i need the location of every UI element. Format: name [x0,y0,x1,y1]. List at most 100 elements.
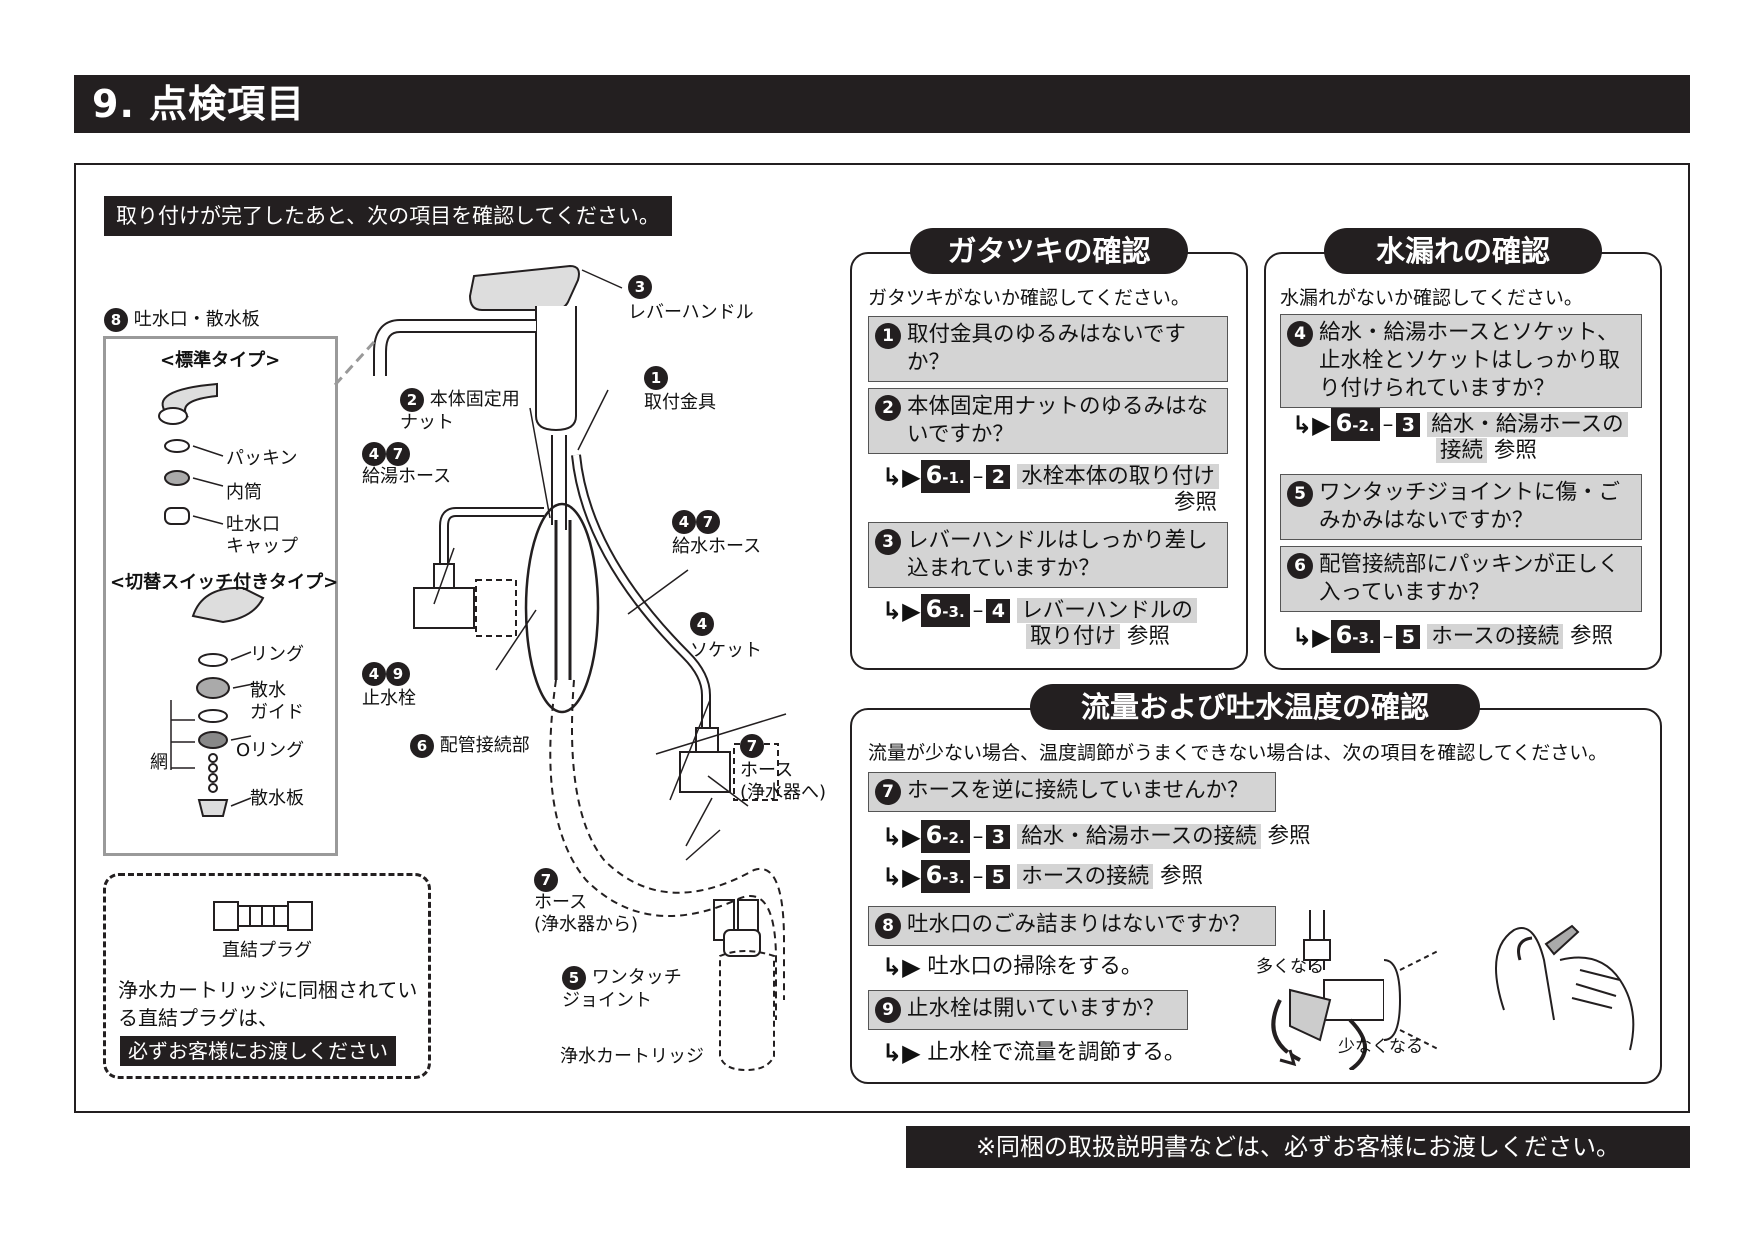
ref-tag-sub: -1. [942,469,965,487]
ref-square: 5 [1396,624,1421,649]
ref-tag-sub: -2. [1352,417,1375,435]
ref-square: 3 [1396,412,1421,437]
question-text: 吐水口のごみ詰まりはないですか？ [907,912,1251,937]
ref-text: ホースの接続 [1017,863,1154,889]
part-ring: リング [250,644,304,665]
ref-tag: 6 [925,821,943,849]
num-badge: 7 [386,442,410,466]
ref-text: レバーハンドルの [1017,597,1197,623]
valve-and-cleaning-illustration [1271,910,1635,1070]
cold-hose-label: 給水ホース [672,536,762,557]
lever-label: レバーハンドル [628,302,754,323]
part-spray-plate: 散水板 [250,788,304,809]
answer-text: 止水栓で流量を調節する。 [927,1040,1186,1065]
plug-note: 浄水カートリッジに同梱されている直結プラグは、 [118,978,418,1030]
rattle-ref3-line2: 取り付け 参照 [1026,622,1170,652]
less-label: 少なくなる [1338,1037,1423,1057]
num-badge: 6 [1287,553,1313,579]
rattle-ref1: ↳▶6-1.–2 水栓本体の取り付け [882,460,1219,493]
part-inner-tube: 内筒 [226,482,262,503]
num-badge: 6 [410,734,434,758]
num-badge: 1 [644,366,668,390]
question-text: レバーハンドルはしっかり差し込まれていますか？ [907,528,1208,581]
ref-text: 給水・給湯ホースの接続 [1017,823,1261,849]
leak-ref4-line2: 接続 参照 [1436,436,1537,466]
ref-tag-sub: -2. [942,829,965,847]
num-badge: 5 [1287,481,1313,507]
num-badge: 2 [400,388,424,412]
num-badge: 7 [696,510,720,534]
question-text: 本体固定用ナットのゆるみはないですか？ [907,394,1209,447]
ref-text: ホースの接続 [1427,623,1564,649]
ref-square: 4 [986,598,1011,623]
question-text: 取付金具のゆるみはないですか？ [907,322,1186,375]
flow-ref7b: ↳▶6-3.–5 ホースの接続 参照 [882,860,1203,893]
num-badge: 4 [1287,321,1313,347]
rattle-ref1-suffix: 参照 [1174,490,1218,515]
leak-subtitle: 水漏れがないか確認してください。 [1280,287,1583,309]
num-badge: 7 [875,779,901,805]
main-frame [74,163,1690,1113]
num-badge: 2 [875,395,901,421]
num-badge: 3 [875,529,901,555]
socket-label: ソケット [690,640,762,661]
spout-parts-box [103,336,338,856]
ref-text: 給水・給湯ホースの [1427,411,1628,437]
num-badge: 1 [875,323,901,349]
question-text: 止水栓は開いていますか？ [907,996,1165,1021]
part-o-ring: Oリング [236,740,305,761]
rattle-title: ガタツキの確認 [910,228,1188,274]
num-badge: 3 [628,275,652,299]
num-badge: 4 [362,442,386,466]
question-text: ホースを逆に接続していませんか？ [907,778,1249,803]
num-badge: 7 [534,868,558,892]
hose-from-label: ホース (浄水器から) [534,892,639,935]
plug-note-box [103,873,431,1079]
num-badge: 5 [562,966,586,990]
ref-tag-sub: -3. [942,869,965,887]
net-label: 網 [150,752,168,773]
rattle-ref3: ↳▶6-3.–4 レバーハンドルの [882,594,1197,627]
ref-square: 2 [986,464,1011,489]
ref-tag: 6 [925,461,943,489]
one-touch-label: ワンタッチ ジョイント [562,967,682,1011]
cartridge-label: 浄水カートリッジ [560,1046,704,1067]
plug-label: 直結プラグ [222,940,312,961]
ref-suffix: 参照 [1267,823,1311,849]
hot-hose-label: 給湯ホース [362,466,452,487]
ref-text: 接続 [1436,438,1488,463]
ref-tag: 6 [1335,621,1353,649]
ref-suffix: 参照 [1570,623,1614,649]
flow-ref7a: ↳▶6-2.–3 給水・給湯ホースの接続 参照 [882,820,1311,853]
part-packing: パッキン [226,448,298,469]
part-spout-cap: 吐水口 キャップ [226,514,298,557]
num-badge: 8 [875,913,901,939]
plug-icon [213,901,313,931]
ref-tag: 6 [1335,409,1353,437]
num-badge: 4 [672,510,696,534]
ref-tag-sub: -3. [942,603,965,621]
page-title: 9. 点検項目 [74,75,1690,133]
num-badge: 4 [690,612,714,636]
hose-to-label: ホース (浄水器へ) [740,760,827,803]
ref-text: 水栓本体の取り付け [1017,463,1219,489]
ref-suffix: 参照 [1160,863,1204,889]
num-badge: 4 [362,662,386,686]
intro-banner: 取り付けが完了したあと、次の項目を確認してください。 [104,196,672,236]
rattle-subtitle: ガタツキがないか確認してください。 [868,287,1190,309]
standard-type-label: <標準タイプ> [160,350,281,371]
spout-plate-label: 吐水口・散水板 [133,309,260,330]
footer-notice: ※同梱の取扱説明書などは、必ずお客様にお渡しください。 [906,1126,1690,1168]
bracket-label: 取付金具 [644,392,716,413]
ref-tag-sub: -3. [1352,629,1375,647]
flow-title: 流量および吐水温度の確認 [1030,684,1480,730]
stop-valve-label: 止水栓 [362,688,416,709]
